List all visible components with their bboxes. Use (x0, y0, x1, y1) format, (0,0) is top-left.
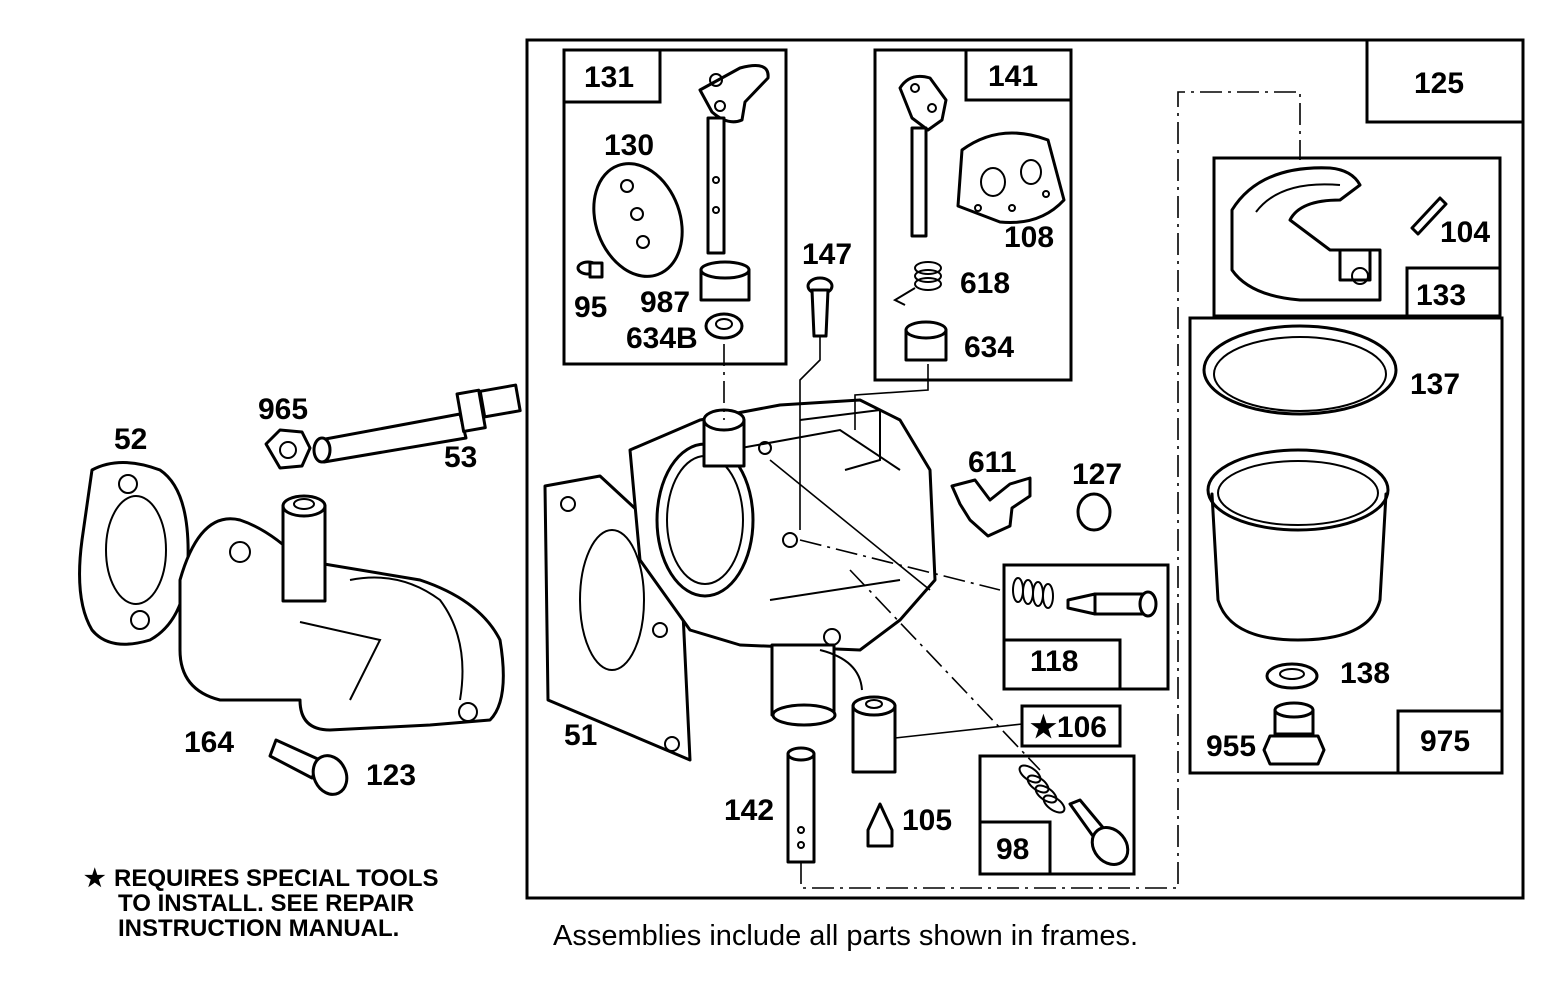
frame-118 (1002, 563, 1170, 691)
label-104: 104 (1440, 216, 1490, 249)
label-164: 164 (184, 726, 234, 759)
part-127-cap (1076, 492, 1112, 532)
label-634B: 634B (626, 322, 698, 355)
part-53-fitting (312, 383, 522, 464)
label-106: ★106 (1030, 711, 1107, 744)
label-133: 133 (1416, 279, 1466, 312)
part-634B-seal (704, 312, 744, 340)
part-634-seal (904, 320, 948, 362)
note-line-3: INSTRUCTION MANUAL. (118, 915, 400, 942)
label-98: 98 (996, 833, 1029, 866)
label-141: 141 (988, 60, 1038, 93)
part-987-bushing (699, 260, 751, 302)
label-987: 987 (640, 286, 690, 319)
assemblies-caption: Assemblies include all parts shown in fr… (553, 920, 1139, 952)
part-106-seat (851, 695, 897, 774)
part-108-choke-plate (956, 131, 1066, 225)
part-123-screw (268, 738, 349, 796)
part-142-emulsion-tube (786, 746, 816, 864)
part-throttle-shaft (698, 64, 770, 255)
part-105-needle (866, 802, 894, 848)
label-611: 611 (968, 446, 1016, 479)
label-618: 618 (960, 267, 1010, 300)
label-130: 130 (604, 129, 654, 162)
part-138-washer (1265, 662, 1319, 690)
label-127: 127 (1072, 458, 1122, 491)
part-965-nut (264, 428, 312, 470)
carburetor-assembly-frame (525, 38, 1525, 900)
part-95-screw (576, 260, 604, 279)
note-line-1: REQUIRES SPECIAL TOOLS (114, 865, 439, 892)
label-142: 142 (724, 794, 774, 827)
part-labels: 52 965 53 164 123 51 131 130 95 987 634B… (114, 60, 1490, 866)
part-52-gasket (78, 461, 190, 646)
part-118-spring (1012, 577, 1054, 609)
part-611-elbow (950, 476, 1032, 538)
note-line-2: TO INSTALL. SEE REPAIR (118, 890, 415, 917)
label-965: 965 (258, 393, 308, 426)
part-float (1230, 166, 1382, 302)
frame-98 (978, 754, 1136, 876)
label-118: 118 (1030, 645, 1078, 678)
special-tools-note: ★ REQUIRES SPECIAL TOOLS TO INSTALL. SEE … (84, 866, 514, 941)
part-118-screw (1066, 590, 1158, 618)
frame-975 (1188, 316, 1504, 775)
label-123: 123 (366, 759, 416, 792)
label-975: 975 (1420, 725, 1470, 758)
label-53: 53 (444, 441, 477, 474)
part-choke-shaft (898, 74, 948, 238)
part-98-spring (1018, 764, 1066, 814)
label-131: 131 (584, 61, 634, 94)
label-634: 634 (964, 331, 1014, 364)
star-icon: ★ (84, 865, 106, 892)
label-108: 108 (1004, 221, 1054, 254)
part-98-screw (1068, 798, 1130, 866)
label-138: 138 (1340, 657, 1390, 690)
frame-141 (873, 48, 1073, 382)
part-147-screw (806, 276, 834, 338)
part-164-intake-manifold (178, 494, 505, 732)
frame-131 (562, 48, 788, 366)
part-float-bowl (1206, 448, 1390, 642)
label-105: 105 (902, 804, 952, 837)
part-104-pin (1410, 196, 1448, 236)
part-carburetor-body (628, 398, 937, 727)
part-137-gasket (1202, 324, 1398, 416)
label-147: 147 (802, 238, 852, 271)
frame-106 (1020, 704, 1122, 748)
frame-125 (1365, 38, 1525, 124)
part-618-spring (892, 261, 942, 306)
leader-lines (723, 91, 1301, 889)
label-95: 95 (574, 291, 607, 324)
label-52: 52 (114, 423, 147, 456)
label-137: 137 (1410, 368, 1460, 401)
label-51: 51 (564, 719, 597, 752)
part-955-bowl-nut (1262, 701, 1326, 766)
frame-133 (1212, 156, 1502, 318)
label-955: 955 (1206, 730, 1256, 763)
label-125: 125 (1414, 67, 1464, 100)
part-130-plate (592, 162, 684, 278)
